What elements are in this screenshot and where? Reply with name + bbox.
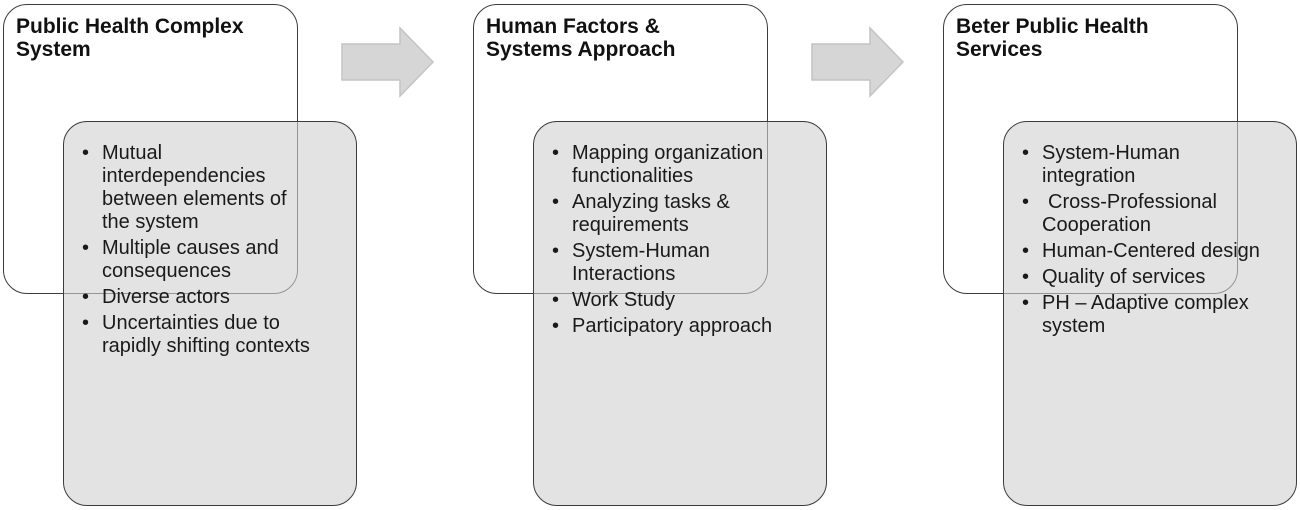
stage-2-item: • System-Human Interactions: [552, 240, 810, 286]
stage-1-item: • Multiple causes and consequences: [82, 237, 312, 283]
bullet-icon: •: [552, 142, 560, 164]
stage-2-item: • Mapping organization functionalities: [552, 142, 810, 188]
stage-3-item: • Cross-Professional Cooperation: [1022, 191, 1272, 237]
bullet-icon: •: [82, 142, 90, 164]
bullet-icon: •: [552, 240, 560, 262]
bullet-icon: •: [82, 312, 90, 334]
stage-1-item-text: Uncertainties due to rapidly shifting co…: [102, 312, 310, 357]
stage-2-item: • Participatory approach: [552, 315, 810, 338]
stage-1-item: • Uncertainties due to rapidly shifting …: [82, 312, 312, 358]
stage-2-item-text: Analyzing tasks & requirements: [572, 191, 730, 236]
bullet-icon: •: [1022, 191, 1030, 213]
stage-1-title: Public Health Complex System: [16, 15, 244, 61]
stage-3-item-text: Quality of services: [1042, 266, 1206, 288]
bullet-icon: •: [552, 289, 560, 311]
stage-1-item-text: Diverse actors: [102, 286, 230, 308]
bullet-icon: •: [82, 286, 90, 308]
stage-2-item-text: Mapping organization functionalities: [572, 142, 764, 187]
stage-3-item-list: • System-Human integration • Cross-Profe…: [1022, 142, 1272, 341]
bullet-icon: •: [552, 315, 560, 337]
stage-1-item: • Diverse actors: [82, 286, 312, 309]
arrow-2-shape: [811, 26, 905, 98]
arrow-1-shape: [341, 26, 435, 98]
stage-3-title: Beter Public Health Services: [956, 15, 1149, 61]
stage-2-item: • Work Study: [552, 289, 810, 312]
bullet-icon: •: [1022, 240, 1030, 262]
stage-2-item-text: Participatory approach: [572, 315, 773, 337]
stage-1-item-text: Multiple causes and consequences: [102, 237, 279, 282]
bullet-icon: •: [82, 237, 90, 259]
stage-3-detail-box: • System-Human integration • Cross-Profe…: [1003, 121, 1297, 506]
stage-3-item-text: Cross-Professional Cooperation: [1042, 191, 1217, 236]
stage-1-item-list: • Mutual interdependencies between eleme…: [82, 142, 312, 361]
right-block-arrow-icon: [341, 26, 435, 98]
stage-3-item-text: System-Human integration: [1042, 142, 1180, 187]
stage-3-item-text: Human-Centered design: [1042, 240, 1260, 262]
stage-2-title: Human Factors & Systems Approach: [486, 15, 676, 61]
bullet-icon: •: [1022, 292, 1030, 314]
stage-3-item: • System-Human integration: [1022, 142, 1272, 188]
stage-3-item-text: PH – Adaptive complex system: [1042, 292, 1249, 337]
stage-2-detail-box: • Mapping organization functionalities •…: [533, 121, 827, 506]
bullet-icon: •: [1022, 266, 1030, 288]
stage-1-item: • Mutual interdependencies between eleme…: [82, 142, 312, 234]
stage-1-detail-box: • Mutual interdependencies between eleme…: [63, 121, 357, 506]
stage-2-item-text: System-Human Interactions: [572, 240, 710, 285]
stage-3-item: • PH – Adaptive complex system: [1022, 292, 1272, 338]
stage-2-item-list: • Mapping organization functionalities •…: [552, 142, 810, 341]
stage-2-item-text: Work Study: [572, 289, 675, 311]
stage-3-item: • Quality of services: [1022, 266, 1272, 289]
stage-2-item: • Analyzing tasks & requirements: [552, 191, 810, 237]
stage-3-item: • Human-Centered design: [1022, 240, 1272, 263]
right-block-arrow-icon: [811, 26, 905, 98]
bullet-icon: •: [1022, 142, 1030, 164]
bullet-icon: •: [552, 191, 560, 213]
stage-1-item-text: Mutual interdependencies between element…: [102, 142, 287, 233]
